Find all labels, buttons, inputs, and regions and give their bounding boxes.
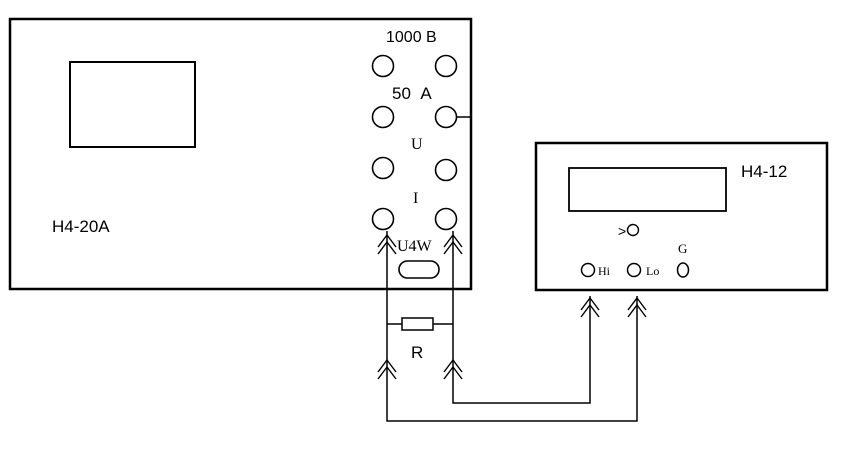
jack-1000v-left[interactable] — [371, 54, 395, 78]
terminal-i-label: I — [413, 190, 418, 207]
plug-icon-loop-left — [377, 358, 397, 380]
terminal-lo-label: Lo — [646, 264, 659, 278]
wire-current-hi — [452, 231, 591, 404]
jack-i-left[interactable] — [371, 207, 395, 231]
meter-display — [568, 167, 727, 212]
meter-jack-lo[interactable] — [626, 262, 642, 278]
jack-u-right[interactable] — [434, 158, 458, 182]
meter-arrow-label: > — [618, 223, 626, 239]
terminal-hi-label: Hi — [598, 264, 611, 278]
range-current-label: 50 А — [392, 84, 432, 103]
jack-u-left[interactable] — [371, 156, 395, 180]
calibrator-name: Н4-20А — [52, 217, 110, 236]
meter-name: Н4-12 — [741, 162, 787, 181]
range-voltage-label: 1000 В — [386, 29, 437, 46]
terminal-u4w-label: U4W — [397, 238, 433, 255]
plug-icon-hi — [580, 296, 600, 318]
plug-connectors — [377, 233, 647, 380]
resistor-label: R — [411, 343, 423, 362]
plug-icon-lo — [627, 296, 647, 318]
calibrator-device: Н4-20А 1000 В 50 А U I U4W — [8, 17, 473, 291]
meter-indicator — [626, 223, 640, 237]
meter-jack-g[interactable] — [676, 262, 690, 278]
jack-1000v-right[interactable] — [434, 54, 458, 78]
terminal-u-label: U — [411, 136, 423, 153]
plug-icon-i-right — [443, 233, 463, 255]
terminal-g-label: G — [678, 241, 687, 256]
calibrator-display — [69, 61, 196, 148]
wiring — [386, 231, 638, 422]
jack-50a-left[interactable] — [371, 105, 395, 129]
plug-icon-loop-right — [443, 358, 463, 380]
meter-jack-hi[interactable] — [580, 262, 596, 278]
u4w-switch[interactable] — [398, 260, 440, 279]
plug-icon-i-left — [377, 233, 397, 255]
jack-50a-right[interactable] — [434, 105, 458, 129]
jack-i-right[interactable] — [434, 207, 458, 231]
wire-current-lo — [386, 231, 638, 422]
meter-device: Н4-12 > G Hi Lo — [534, 141, 829, 292]
resistor-body — [401, 317, 434, 331]
